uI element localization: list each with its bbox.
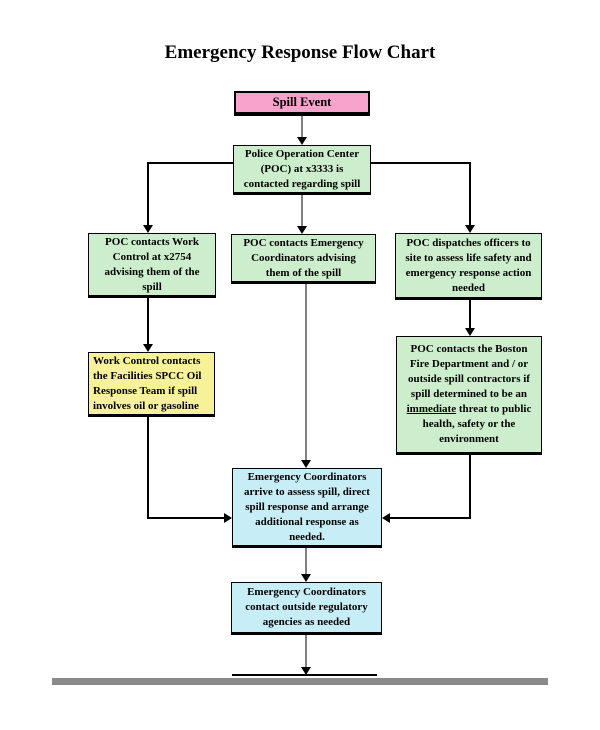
connector-spill-to-poc [301, 116, 303, 137]
node-regulatory: Emergency Coordinators contact outside r… [231, 582, 382, 635]
arrowhead-down-icon [301, 574, 311, 582]
node-spcc-team: Work Control contacts the Facilities SPC… [88, 352, 215, 417]
underlined-immediate: immediate [406, 403, 457, 415]
node-assess-label: Emergency Coordinators arrive to assess … [244, 470, 370, 543]
node-fire-dept-label: POC contacts the Boston Fire Department … [406, 343, 532, 445]
connector-poc-to-coordinators [301, 195, 303, 226]
node-fire-dept: POC contacts the Boston Fire Department … [396, 336, 542, 455]
connector-branch-right-down [469, 162, 471, 225]
node-coordinators-label: POC contacts Emergency Coordinators advi… [243, 236, 364, 279]
connector-workcontrol-to-spcc [147, 298, 149, 344]
node-work-control-label: POC contacts Work Control at x2754 advis… [104, 235, 200, 293]
connector-coordinators-to-assess [305, 284, 307, 460]
arrowhead-down-icon [301, 667, 311, 675]
node-dispatch: POC dispatches officers to site to asses… [395, 233, 542, 300]
page-title: Emergency Response Flow Chart [164, 42, 436, 63]
arrowhead-left-icon [382, 513, 390, 523]
connector-poc-branch-left [147, 162, 233, 164]
node-work-control: POC contacts Work Control at x2754 advis… [88, 233, 216, 298]
node-poc-center-label: Police Operation Center (POC) at x3333 i… [243, 147, 361, 190]
node-spill-event: Spill Event [234, 91, 370, 116]
connector-assess-to-regulatory [305, 548, 307, 574]
node-coordinators: POC contacts Emergency Coordinators advi… [231, 234, 376, 284]
connector-firedept-down [469, 455, 471, 519]
node-assess: Emergency Coordinators arrive to assess … [232, 468, 382, 548]
connector-firedept-to-assess [389, 517, 471, 519]
arrowhead-down-icon [465, 328, 475, 336]
arrowhead-down-icon [297, 137, 307, 145]
node-poc-center: Police Operation Center (POC) at x3333 i… [233, 145, 371, 195]
connector-dispatch-to-firedept [469, 300, 471, 328]
arrowhead-down-icon [297, 226, 307, 234]
footer-gray-bar [52, 678, 548, 685]
arrowhead-down-icon [143, 344, 153, 352]
arrowhead-down-icon [465, 225, 475, 233]
arrowhead-down-icon [301, 460, 311, 468]
arrowhead-right-icon [224, 513, 232, 523]
connector-spcc-to-assess [147, 517, 225, 519]
connector-regulatory-to-footer [305, 635, 307, 667]
node-spcc-team-label: Work Control contacts the Facilities SPC… [93, 354, 202, 412]
arrowhead-down-icon [143, 225, 153, 233]
node-regulatory-label: Emergency Coordinators contact outside r… [245, 586, 368, 628]
connector-spcc-down [147, 417, 149, 519]
node-spill-event-label: Spill Event [272, 95, 332, 109]
node-dispatch-label: POC dispatches officers to site to asses… [405, 236, 532, 294]
footer-thin-line [232, 674, 377, 676]
connector-branch-left-down [147, 162, 149, 225]
connector-poc-branch-right [371, 162, 471, 164]
